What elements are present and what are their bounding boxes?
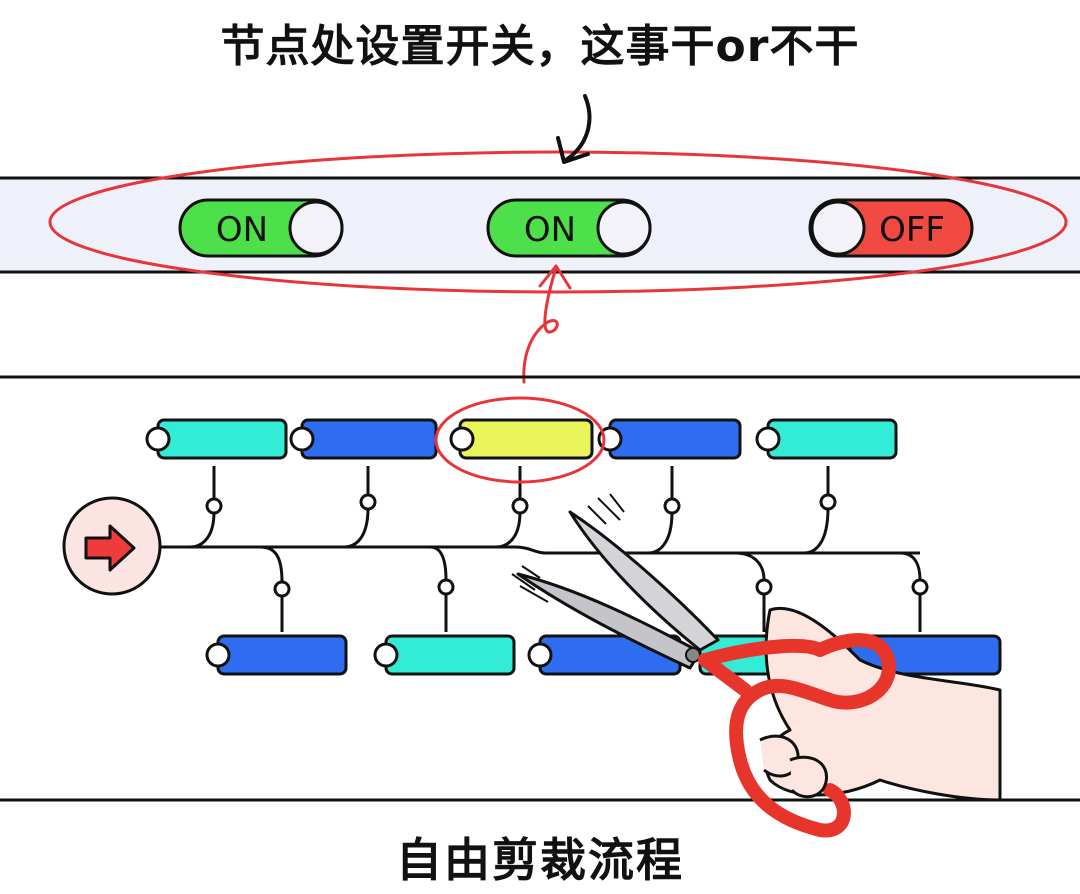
- switch-toggle-2[interactable]: ON: [486, 198, 652, 258]
- top-node-2: [289, 418, 438, 460]
- bottom-branches: [259, 545, 922, 632]
- start-node: [62, 496, 162, 596]
- top-branches: [189, 466, 830, 555]
- arrow-right-icon: [84, 524, 136, 572]
- switch-label-1: ON: [216, 210, 268, 250]
- annotation-arrow-icon: [522, 266, 559, 384]
- top-junctions: [205, 493, 837, 515]
- annotation-ellipse: [48, 150, 1068, 294]
- top-node-5: [755, 418, 898, 460]
- main-flow-line: [160, 545, 920, 555]
- top-node-4: [597, 418, 742, 460]
- bottom-node-2: [373, 634, 516, 676]
- top-node-3-highlighted: [449, 418, 594, 460]
- bottom-node-1: [205, 634, 348, 676]
- switch-label-3: OFF: [879, 210, 945, 250]
- scissors-in-hand-icon: [511, 493, 1002, 838]
- page-title: 节点处设置开关，这事干or不干: [220, 21, 860, 72]
- bottom-junctions: [273, 578, 929, 598]
- highlight-ellipse: [434, 396, 606, 484]
- switch-toggle-3[interactable]: OFF: [808, 198, 974, 258]
- footer-title: 自由剪裁流程: [396, 833, 684, 887]
- pointer-arrow-icon: [564, 94, 592, 162]
- switch-label-2: ON: [524, 210, 576, 250]
- top-node-1: [145, 418, 288, 460]
- switch-toggle-1[interactable]: ON: [178, 198, 344, 258]
